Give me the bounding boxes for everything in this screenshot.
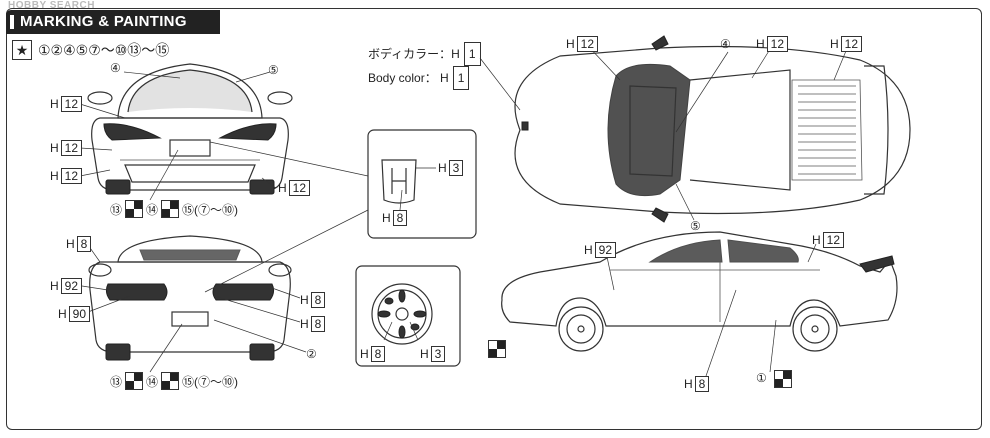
decal-num-13: ⑬ bbox=[110, 202, 123, 217]
side-num1: ① bbox=[756, 371, 767, 385]
h-prefix: H bbox=[50, 279, 59, 293]
h-prefix: H bbox=[66, 237, 75, 251]
h-prefix: H bbox=[756, 37, 765, 51]
h-prefix: H bbox=[438, 161, 447, 175]
h-prefix: H bbox=[300, 317, 309, 331]
body-color-jp-code: 1 bbox=[463, 42, 481, 66]
front-view-car bbox=[87, 63, 293, 195]
body-color-en-code: 1 bbox=[452, 66, 470, 90]
color-code: 8 bbox=[310, 292, 326, 308]
color-code: 90 bbox=[68, 306, 91, 322]
h-prefix: H bbox=[830, 37, 839, 51]
checker-decal-icon bbox=[488, 340, 506, 358]
color-code: 12 bbox=[822, 232, 845, 248]
wheel-detail-box bbox=[355, 265, 461, 367]
checker-decal-icon bbox=[125, 200, 144, 218]
color-code: 12 bbox=[60, 96, 83, 112]
front-num4: ④ bbox=[110, 61, 121, 75]
decal-num-15: ⑮(⑦～⑩) bbox=[182, 202, 239, 217]
top-view-car bbox=[514, 35, 911, 223]
section-header: MARKING & PAINTING bbox=[6, 10, 220, 34]
watermark: HOBBY SEARCH bbox=[8, 0, 95, 11]
h-prefix: H bbox=[50, 97, 59, 111]
color-code: 12 bbox=[60, 168, 83, 184]
h-prefix: H bbox=[684, 377, 693, 391]
color-code: 12 bbox=[766, 36, 789, 52]
h-prefix: H bbox=[584, 243, 593, 257]
body-color-en-label: Body color： H bbox=[368, 71, 449, 85]
h-prefix: H bbox=[278, 181, 287, 195]
color-code: 3 bbox=[430, 346, 446, 362]
top-num5: ⑤ bbox=[690, 219, 701, 233]
color-code: 12 bbox=[840, 36, 863, 52]
rear-num2: ② bbox=[306, 347, 317, 361]
checker-decal-icon bbox=[161, 200, 180, 218]
h-prefix: H bbox=[382, 211, 391, 225]
h-prefix: H bbox=[812, 233, 821, 247]
color-code: 8 bbox=[392, 210, 408, 226]
h-prefix: H bbox=[58, 307, 67, 321]
decal-num-13: ⑬ bbox=[110, 374, 123, 389]
rear-view-car bbox=[88, 235, 292, 361]
color-code: 8 bbox=[694, 376, 710, 392]
decal-num-14: ⑭ bbox=[146, 374, 159, 389]
body-color-jp-label: ボディカラー：H bbox=[368, 47, 460, 61]
checker-decal-icon bbox=[125, 372, 144, 390]
h-prefix: H bbox=[300, 293, 309, 307]
color-code: 8 bbox=[310, 316, 326, 332]
star-icon: ★ bbox=[12, 40, 32, 60]
h-prefix: H bbox=[50, 169, 59, 183]
top-num4: ④ bbox=[720, 37, 731, 51]
h-prefix: H bbox=[360, 347, 369, 361]
checker-decal-icon bbox=[774, 370, 792, 388]
front-num5: ⑤ bbox=[268, 63, 279, 77]
color-code: 8 bbox=[76, 236, 92, 252]
color-code: 92 bbox=[594, 242, 617, 258]
color-code: 12 bbox=[288, 180, 311, 196]
color-code: 8 bbox=[370, 346, 386, 362]
color-code: 3 bbox=[448, 160, 464, 176]
color-code: 12 bbox=[576, 36, 599, 52]
frame-border bbox=[6, 8, 982, 430]
h-prefix: H bbox=[50, 141, 59, 155]
front-decal-row: ⑬ ⑭ ⑮(⑦～⑩) bbox=[110, 200, 238, 218]
h-prefix: H bbox=[420, 347, 429, 361]
legend-items: ①②④⑤⑦～⑩⑬～⑮ bbox=[38, 42, 170, 58]
side-view-car bbox=[501, 231, 898, 352]
decal-num-14: ⑭ bbox=[146, 202, 159, 217]
h-prefix: H bbox=[566, 37, 575, 51]
decal-legend: ★ ①②④⑤⑦～⑩⑬～⑮ bbox=[12, 40, 169, 60]
decal-num-15: ⑮(⑦～⑩) bbox=[182, 374, 239, 389]
checker-decal-icon bbox=[161, 372, 180, 390]
color-code: 12 bbox=[60, 140, 83, 156]
rear-decal-row: ⑬ ⑭ ⑮(⑦～⑩) bbox=[110, 372, 238, 390]
color-code: 92 bbox=[60, 278, 83, 294]
